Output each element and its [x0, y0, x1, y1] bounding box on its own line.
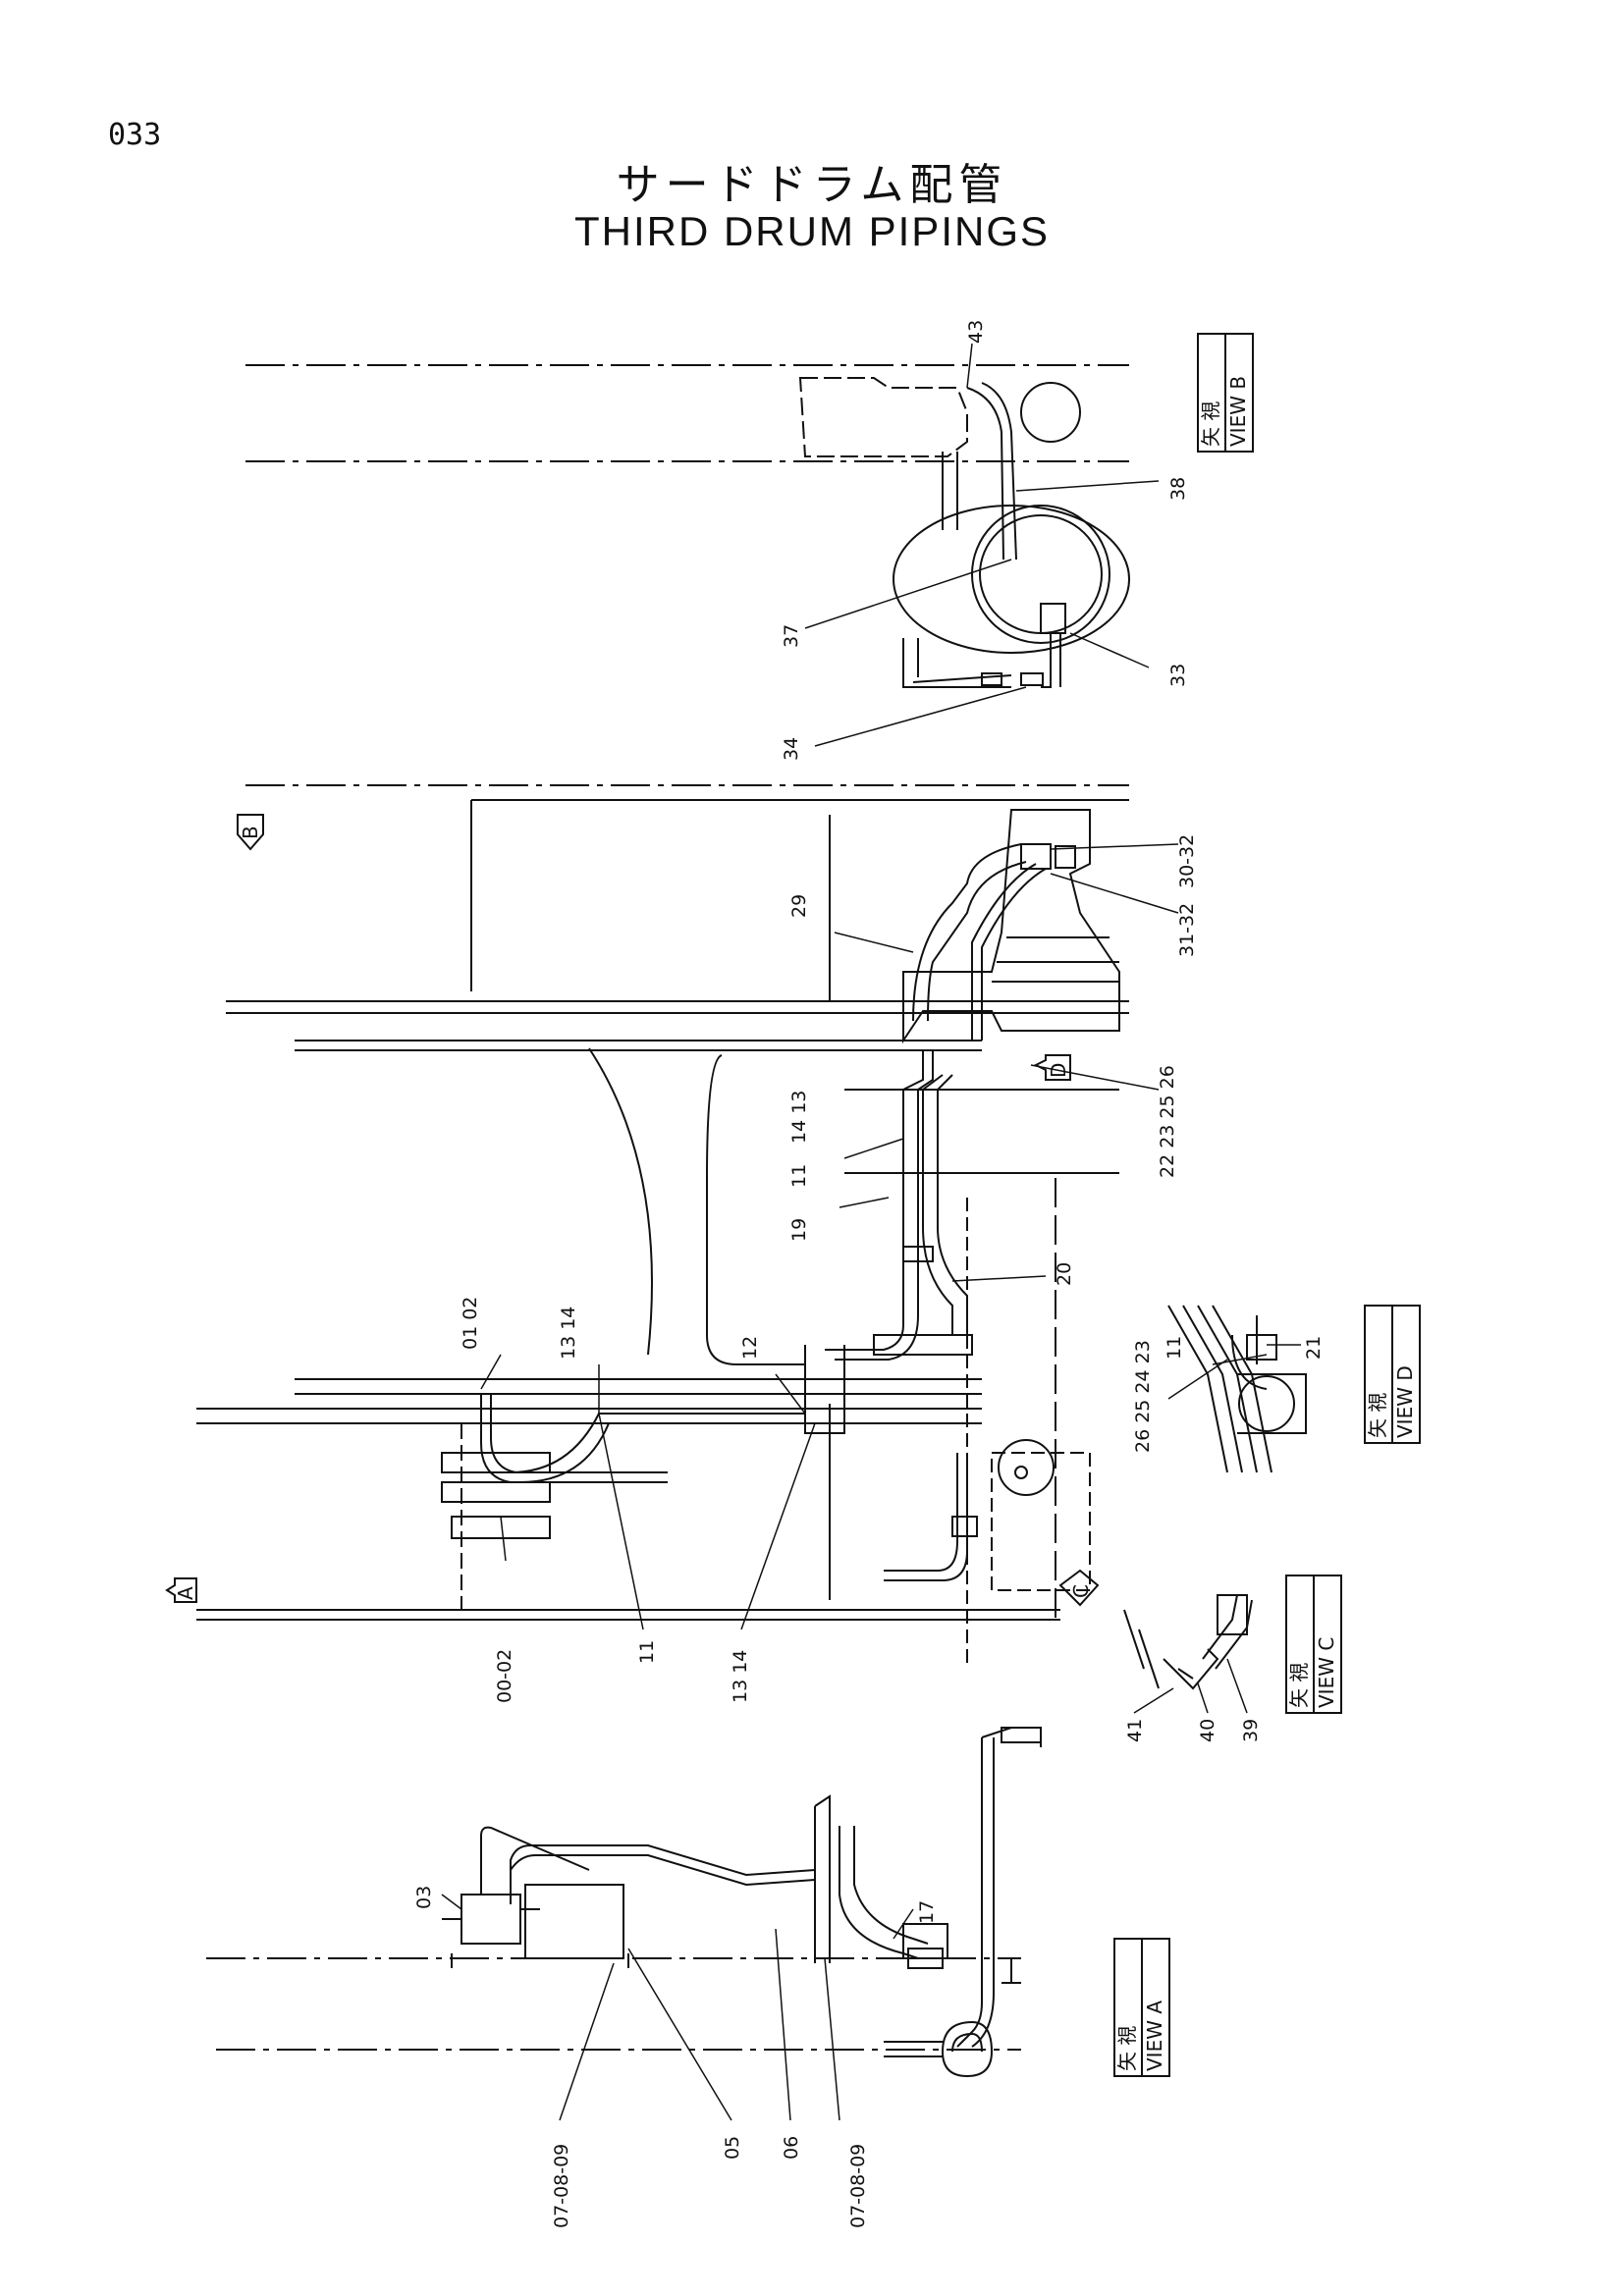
callout-13-14-lower: 13 14	[730, 1650, 751, 1703]
view-d-drawing	[1167, 1305, 1307, 1473]
title-japanese: サードドラム配管	[616, 160, 1008, 210]
callouts-main: 30-32 31-32 29 22 23 25 26 14 13 11 19 2…	[460, 834, 1198, 1703]
callout-00-02: 00-02	[494, 1649, 515, 1703]
view-b-drawing	[245, 364, 1130, 688]
view-box-c-jp: 矢 視	[1287, 1663, 1311, 1708]
view-box-d: 矢 視 VIEW D	[1364, 1305, 1421, 1444]
page-number: 033	[108, 118, 162, 152]
callout-19: 19	[788, 1218, 810, 1242]
callout-17: 17	[916, 1900, 938, 1924]
view-box-d-en: VIEW D	[1393, 1365, 1417, 1438]
view-arrow-a: A	[174, 1586, 197, 1600]
callout-07-09-right: 07-08-09	[847, 2144, 869, 2228]
callout-05: 05	[722, 2136, 743, 2160]
callout-11-upper: 11	[788, 1164, 810, 1188]
callout-37: 37	[781, 624, 802, 648]
view-box-a-jp: 矢 視	[1115, 2026, 1139, 2071]
callout-03: 03	[413, 1886, 435, 1909]
callout-11-lower: 11	[636, 1640, 658, 1664]
view-box-c-en: VIEW C	[1315, 1637, 1338, 1708]
callouts-view-b: 43 38 37 33 34	[781, 320, 1189, 761]
callout-43: 43	[965, 320, 987, 344]
view-arrow-c: C	[1069, 1584, 1093, 1598]
callout-06: 06	[781, 2136, 802, 2160]
view-box-a-en: VIEW A	[1143, 2001, 1166, 2071]
callout-12: 12	[739, 1336, 761, 1360]
callout-38: 38	[1167, 477, 1189, 501]
view-box-b-en: VIEW B	[1226, 376, 1250, 447]
title-english: THIRD DRUM PIPINGS	[573, 208, 1050, 254]
view-box-d-jp: 矢 視	[1366, 1393, 1389, 1438]
callout-20: 20	[1054, 1262, 1075, 1286]
view-c-drawing	[1123, 1594, 1253, 1690]
callout-21: 21	[1303, 1336, 1325, 1360]
callout-39: 39	[1240, 1719, 1262, 1742]
view-arrow-b: B	[239, 826, 262, 839]
callout-41: 41	[1124, 1719, 1146, 1742]
view-box-b: 矢 視 VIEW B	[1197, 333, 1254, 453]
callouts-view-c: 41 40 39	[1124, 1658, 1262, 1742]
callout-34: 34	[781, 737, 802, 761]
view-a-drawing	[206, 1727, 1042, 2078]
callout-29: 29	[788, 894, 810, 918]
view-box-c: 矢 視 VIEW C	[1285, 1575, 1342, 1714]
callout-22-26: 22 23 25 26	[1157, 1065, 1178, 1178]
callout-13-14-upper: 13 14	[558, 1307, 579, 1360]
main-frame-drawing	[196, 784, 1129, 1669]
callouts-view-d: 11 21 26 25 24 23	[1132, 1336, 1325, 1453]
callout-26-23: 26 25 24 23	[1132, 1340, 1154, 1453]
view-box-a: 矢 視 VIEW A	[1113, 1938, 1170, 2077]
callout-33: 33	[1167, 664, 1189, 687]
callout-30-32: 30-32	[1176, 834, 1198, 888]
callout-40: 40	[1197, 1719, 1218, 1742]
callouts-view-a: 03 17 07-08-09 05 06 07-08-09	[413, 1886, 938, 2228]
callout-31-32: 31-32	[1176, 903, 1198, 957]
callout-07-09-left: 07-08-09	[551, 2144, 572, 2228]
callout-11-view-d: 11	[1164, 1336, 1185, 1360]
callout-14-13: 14 13	[788, 1091, 810, 1144]
callout-01-02: 01 02	[460, 1297, 481, 1350]
view-box-b-jp: 矢 視	[1199, 401, 1222, 447]
